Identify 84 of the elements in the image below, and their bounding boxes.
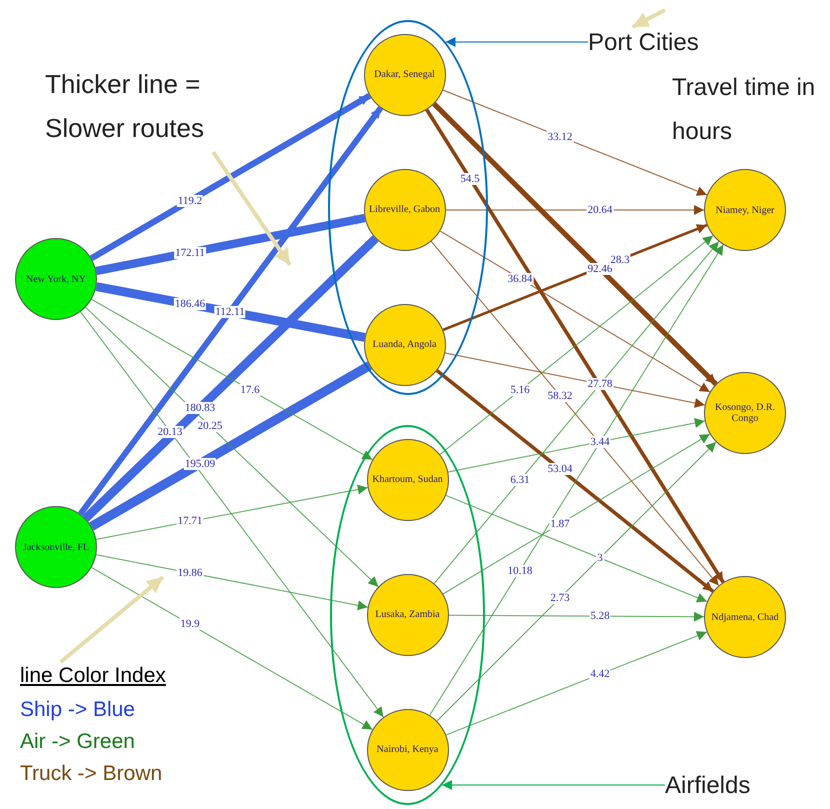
route-arrow [448, 612, 704, 622]
edge-label: 6.31 [509, 474, 531, 486]
route-arrow [429, 244, 724, 716]
edge-label: 19.86 [176, 566, 204, 579]
route-arrow [96, 554, 368, 610]
annotation-text: Airfields [665, 771, 752, 801]
route-arrow [91, 566, 373, 730]
edge-label: 119.2 [176, 194, 204, 207]
city-name: Kosongo, D.R. Congo [714, 402, 776, 424]
edge-label: 1.87 [549, 518, 571, 530]
route-arrow [432, 102, 718, 386]
route-arrow [444, 352, 706, 408]
pointer-arrow [442, 780, 666, 790]
route-arrow [440, 235, 714, 455]
edge-label: 186.46 [174, 298, 206, 310]
pointer-arrow [212, 150, 292, 266]
edge-label: 20.25 [196, 420, 224, 432]
route-arrow [442, 224, 708, 332]
edge-label: 195.09 [184, 458, 216, 470]
route-arrow [436, 369, 714, 593]
note-text: Travel time in hours [672, 73, 816, 147]
edge-label: 28.3 [609, 254, 631, 266]
legend-entry: Truck -> Brown [20, 761, 162, 787]
city-name: Lusaka, Zambia [375, 609, 440, 620]
route-arrow [446, 205, 704, 215]
route-arrow [80, 311, 384, 718]
route-arrow [91, 298, 373, 460]
legend-entry: Ship -> Blue [20, 697, 136, 723]
city-name: Dakar, Senegal [374, 69, 435, 80]
pointer-arrow [632, 8, 666, 29]
annotation-text: Thicker line = Slower routes [45, 68, 205, 145]
pointer-arrow [445, 37, 588, 47]
edge-label: 20.13 [156, 426, 184, 438]
edge-label: 33.12 [546, 130, 574, 143]
edge-label: 2.73 [549, 592, 571, 604]
route-arrow [425, 108, 725, 584]
edge-label: 20.64 [586, 204, 614, 216]
annotation-text: line Color Index [20, 663, 167, 689]
city-name: Nairobi, Kenya [376, 744, 438, 755]
route-arrow [90, 92, 372, 262]
route-arrow [82, 235, 379, 522]
edge-label: 17.6 [239, 384, 261, 396]
edge-label: 3 [596, 552, 604, 564]
route-arrow [96, 484, 368, 540]
route-arrow [442, 434, 710, 594]
edge-label: 19.9 [179, 618, 201, 630]
edge-label: 112.11 [214, 306, 246, 318]
group-ellipse [330, 425, 485, 805]
edge-label: 27.78 [586, 378, 614, 390]
route-arrow [436, 442, 716, 722]
edge-label: 172.11 [174, 246, 206, 258]
route-arrow [448, 418, 706, 472]
edge-label: 36.84 [506, 272, 534, 285]
edge-label: 5.16 [509, 384, 531, 396]
city-name: Libreville, Gabon [368, 204, 440, 215]
edge-label: 5.28 [589, 610, 611, 622]
route-arrow [445, 494, 708, 602]
city-name: Niamey, Niger [716, 204, 774, 216]
group-ellipse [328, 20, 488, 395]
edge-label: 180.83 [184, 402, 216, 414]
city-name: New York, NY [26, 274, 86, 284]
edge-label: 92.46 [586, 262, 614, 275]
route-arrow [85, 306, 379, 588]
edge-label: 58.32 [546, 390, 574, 402]
edge-label: 53.04 [546, 463, 574, 475]
edge-label: 4.42 [589, 668, 611, 680]
route-arrow [446, 631, 708, 736]
route-arrow [95, 214, 366, 276]
route-arrow [78, 106, 384, 516]
route-arrow [442, 90, 708, 196]
edge-label: 54.5 [459, 172, 481, 185]
legend-entry: Air -> Green [20, 729, 136, 755]
edge-label: 17.71 [176, 515, 204, 528]
route-arrow [95, 282, 366, 342]
edge-label: 3.44 [589, 436, 611, 448]
edge-label: 10.18 [506, 564, 534, 577]
pointer-arrow [59, 575, 164, 664]
annotation-text: Port Cities [588, 28, 700, 58]
route-arrow [89, 362, 372, 530]
city-name: Luanda, Angola [372, 339, 436, 350]
city-name: Ndjamena, Chad [711, 612, 779, 622]
route-arrow [440, 230, 710, 392]
city-name: Jacksonville, FL [22, 542, 90, 552]
city-name: Khartoum, Sudan [372, 474, 443, 485]
